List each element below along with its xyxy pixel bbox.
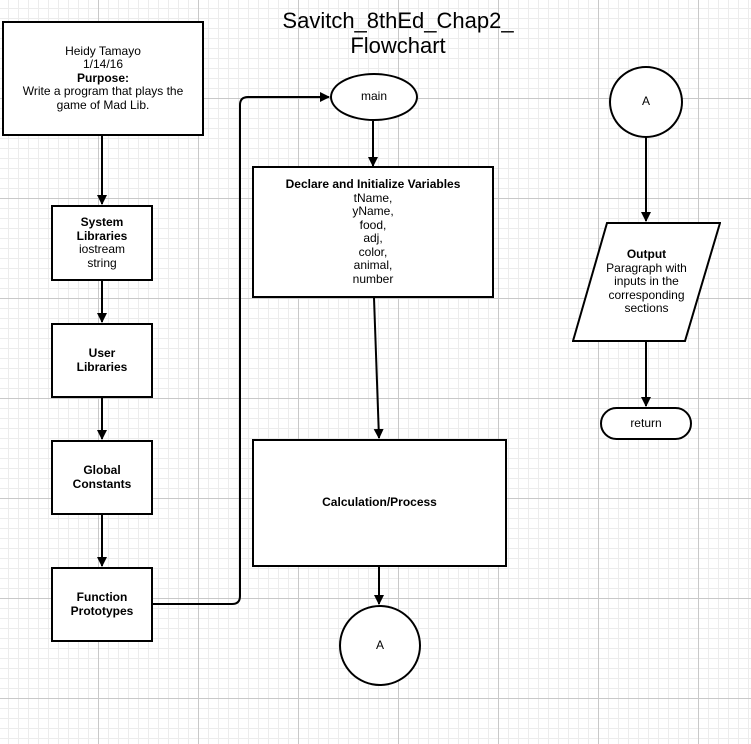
header-info-box: Heidy Tamayo 1/14/16 Purpose: Write a pr…: [2, 21, 204, 136]
purpose-line-1: Write a program that plays the: [22, 84, 184, 99]
variable-item: adj,: [363, 231, 383, 245]
user-libraries-box: User Libraries: [51, 323, 153, 398]
diagram-title-line1: Savitch_8thEd_Chap2_: [282, 8, 514, 33]
system-libraries-title-2: Libraries: [76, 228, 128, 243]
system-library-item: iostream: [78, 242, 125, 256]
calculation-process-label: Calculation/Process: [322, 495, 437, 510]
declare-variables-box: Declare and Initialize Variables tName, …: [252, 166, 494, 298]
return-terminal: return: [600, 407, 692, 440]
output-line: sections: [624, 301, 669, 316]
output-line: corresponding: [608, 287, 685, 302]
variable-item: tName,: [353, 190, 393, 205]
diagram-title: Savitch_8thEd_Chap2_ Flowchart: [250, 8, 546, 58]
output-title: Output: [626, 247, 667, 262]
purpose-line-2: game of Mad Lib.: [56, 97, 150, 112]
system-libraries-title-1: System: [80, 215, 124, 229]
connector-a-bottom-label: A: [375, 637, 384, 652]
variable-item: number: [352, 271, 394, 286]
output-line: inputs in the: [614, 274, 679, 289]
author-name: Heidy Tamayo: [65, 43, 141, 58]
function-prototypes-box: Function Prototypes: [51, 567, 153, 642]
purpose-label: Purpose:: [76, 70, 129, 85]
date-text: 1/14/16: [82, 57, 124, 72]
system-library-item: string: [87, 255, 117, 270]
global-constants-box: Global Constants: [51, 440, 153, 515]
variable-item: yName,: [352, 204, 394, 218]
output-line: Paragraph with: [606, 260, 687, 275]
function-prototypes-title-1: Function: [76, 590, 128, 604]
system-libraries-box: System Libraries iostream string: [51, 205, 153, 281]
global-constants-title-1: Global: [83, 463, 121, 477]
output-parallelogram: Output Paragraph with inputs in the corr…: [572, 222, 721, 342]
calculation-process-box: Calculation/Process: [252, 439, 507, 567]
output-parallelogram-shape: [572, 222, 721, 342]
variable-item: color,: [358, 244, 388, 259]
variable-item: food,: [359, 217, 387, 232]
main-terminal-label: main: [360, 89, 387, 104]
main-terminal: main: [330, 73, 418, 121]
return-terminal-label: return: [630, 415, 662, 430]
connector-a-top: A: [609, 66, 683, 138]
user-libraries-title-1: User: [88, 346, 116, 360]
diagram-title-line2: Flowchart: [350, 33, 446, 58]
variable-item: animal,: [353, 258, 393, 272]
function-prototypes-title-2: Prototypes: [70, 603, 134, 618]
connector-a-top-label: A: [641, 94, 650, 109]
connector-a-bottom: A: [339, 605, 421, 686]
declare-variables-title: Declare and Initialize Variables: [285, 177, 461, 191]
user-libraries-title-2: Libraries: [76, 359, 128, 374]
arrow-declare-to-calculation: [373, 297, 384, 439]
arrow-function-prototypes-to-main: [153, 92, 330, 605]
global-constants-title-2: Constants: [72, 476, 132, 491]
output-text: Output Paragraph with inputs in the corr…: [592, 222, 701, 342]
